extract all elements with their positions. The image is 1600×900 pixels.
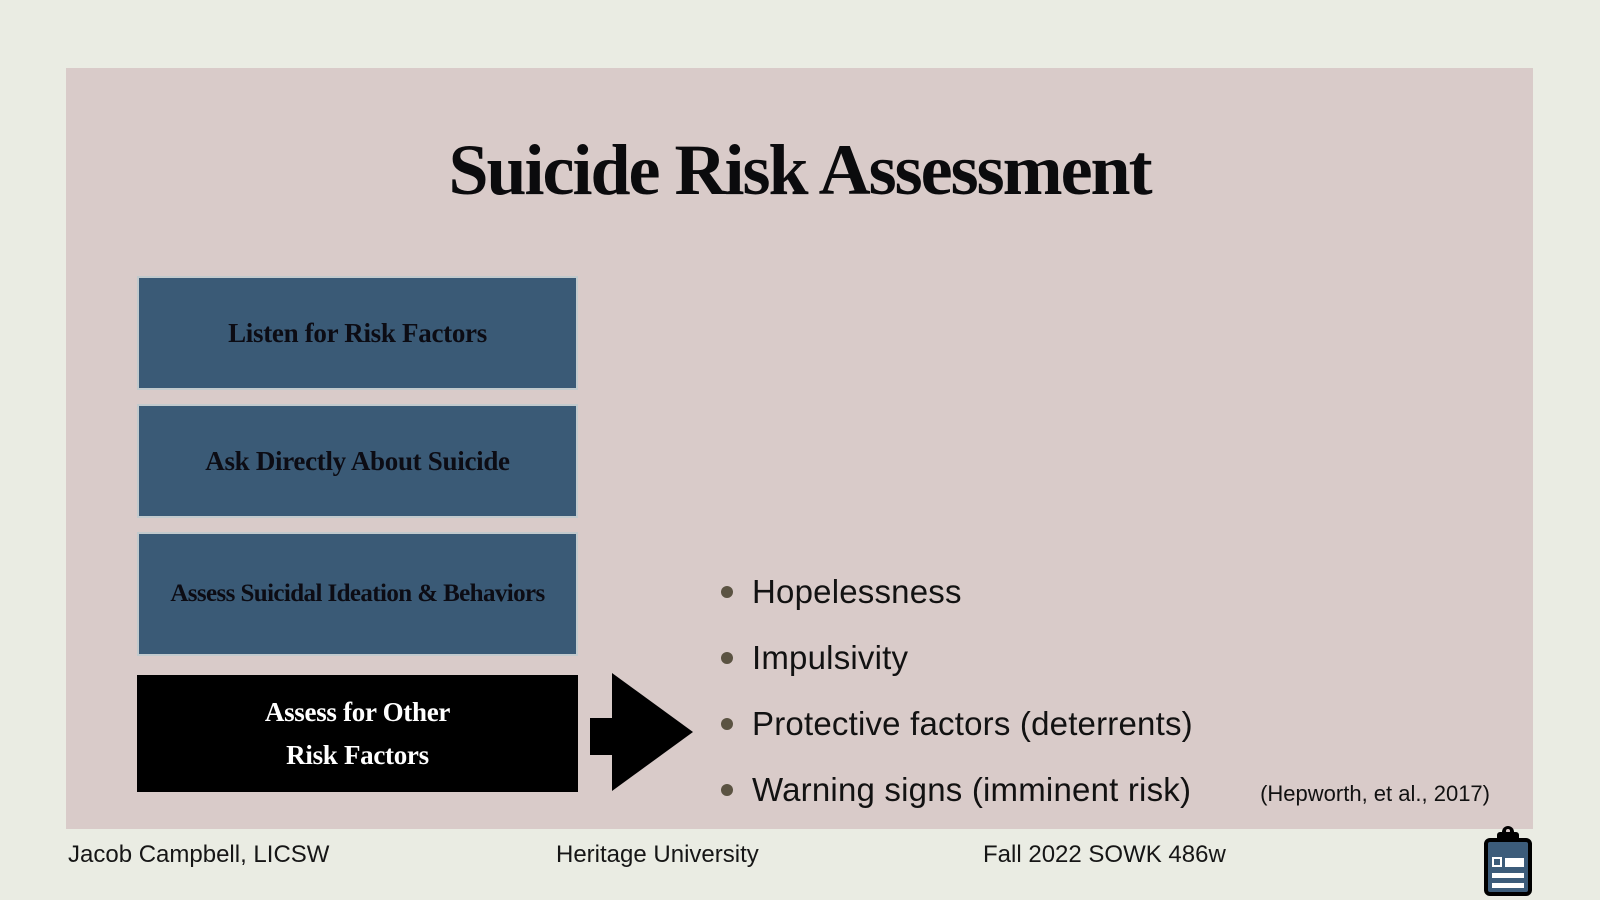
clipboard-body [1484,838,1532,896]
clipboard-bar-glyph [1505,857,1524,867]
step-label: Assess Suicidal Ideation & Behaviors [170,580,545,607]
list-item: Hopelessness [721,568,1193,616]
clipboard-checkbox-glyph [1492,857,1502,867]
step-box-ask: Ask Directly About Suicide [137,404,578,518]
step-box-listen: Listen for Risk Factors [137,276,578,390]
citation: (Hepworth, et al., 2017) [1260,781,1490,806]
arrow-right-icon [612,673,693,791]
clipboard-clip-tab [1497,832,1519,843]
footer-author: Jacob Campbell, LICSW [68,841,330,868]
list-item: Protective factors (deterrents) [721,700,1193,748]
step-box-assess-other: Assess for Other Risk Factors [137,675,578,792]
step-box-assess-ideation: Assess Suicidal Ideation & Behaviors [137,532,578,656]
slide-title: Suicide Risk Assessment [448,130,1152,210]
bullet-text: Hopelessness [752,573,962,610]
bullet-text: Impulsivity [752,639,909,676]
step-label-line1: Assess for Other [264,696,451,727]
bullet-dot-icon [721,652,733,664]
bullet-text: Warning signs (imminent risk) [752,771,1192,808]
list-item: Warning signs (imminent risk) [721,766,1193,814]
step-label: Ask Directly About Suicide [205,445,510,476]
bullet-dot-icon [721,586,733,598]
bullet-text: Protective factors (deterrents) [752,705,1193,742]
clipboard-line-2 [1492,873,1524,878]
step-label: Listen for Risk Factors [228,317,487,348]
bullet-dot-icon [721,784,733,796]
clipboard-line-1 [1492,857,1524,867]
clipboard-icon [1484,826,1532,898]
list-item: Impulsivity [721,634,1193,682]
clipboard-line-3 [1492,883,1524,888]
footer-course: Fall 2022 SOWK 486w [983,841,1226,868]
step-label-line2: Risk Factors [286,739,429,770]
risk-factor-list: Hopelessness Impulsivity Protective fact… [721,568,1193,832]
footer-institution: Heritage University [556,841,759,868]
bullet-dot-icon [721,718,733,730]
slide-background: Suicide Risk Assessment Listen for Risk … [66,68,1533,829]
